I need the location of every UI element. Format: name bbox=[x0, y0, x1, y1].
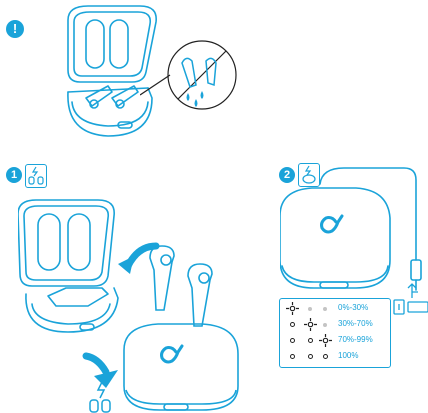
led-off-icon bbox=[308, 307, 312, 311]
battery-level-label: 30%-70% bbox=[338, 319, 373, 328]
led-on-icon bbox=[290, 322, 295, 327]
battery-level-label: 0%-30% bbox=[338, 303, 368, 312]
battery-row-100: 100% bbox=[280, 350, 390, 365]
led-blinking-icon bbox=[319, 334, 332, 347]
battery-level-label: 100% bbox=[338, 351, 358, 360]
battery-row-70-99: 70%-99% bbox=[280, 334, 390, 349]
led-off-icon bbox=[323, 307, 327, 311]
battery-level-label: 70%-99% bbox=[338, 335, 373, 344]
led-blinking-icon bbox=[304, 318, 317, 331]
battery-level-table: 0%-30% 30%-70% 70%-99% 100% bbox=[279, 298, 391, 368]
led-on-icon bbox=[323, 354, 328, 359]
battery-row-0-30: 0%-30% bbox=[280, 302, 390, 317]
led-on-icon bbox=[290, 338, 295, 343]
warning-badge: ! bbox=[6, 20, 24, 38]
usb-power-icon bbox=[392, 280, 428, 320]
led-on-icon bbox=[308, 338, 313, 343]
case-insert-earbuds-illustration bbox=[18, 196, 238, 336]
battery-row-30-70: 30%-70% bbox=[280, 318, 390, 333]
led-off-icon bbox=[323, 323, 327, 327]
led-blinking-icon bbox=[286, 302, 299, 315]
no-water-warning-illustration bbox=[140, 35, 240, 125]
led-on-icon bbox=[290, 354, 295, 359]
closed-case-illustration bbox=[78, 320, 248, 413]
earbuds-charging-icon bbox=[25, 164, 47, 188]
led-on-icon bbox=[308, 354, 313, 359]
step-1-badge: 1 bbox=[6, 167, 22, 183]
